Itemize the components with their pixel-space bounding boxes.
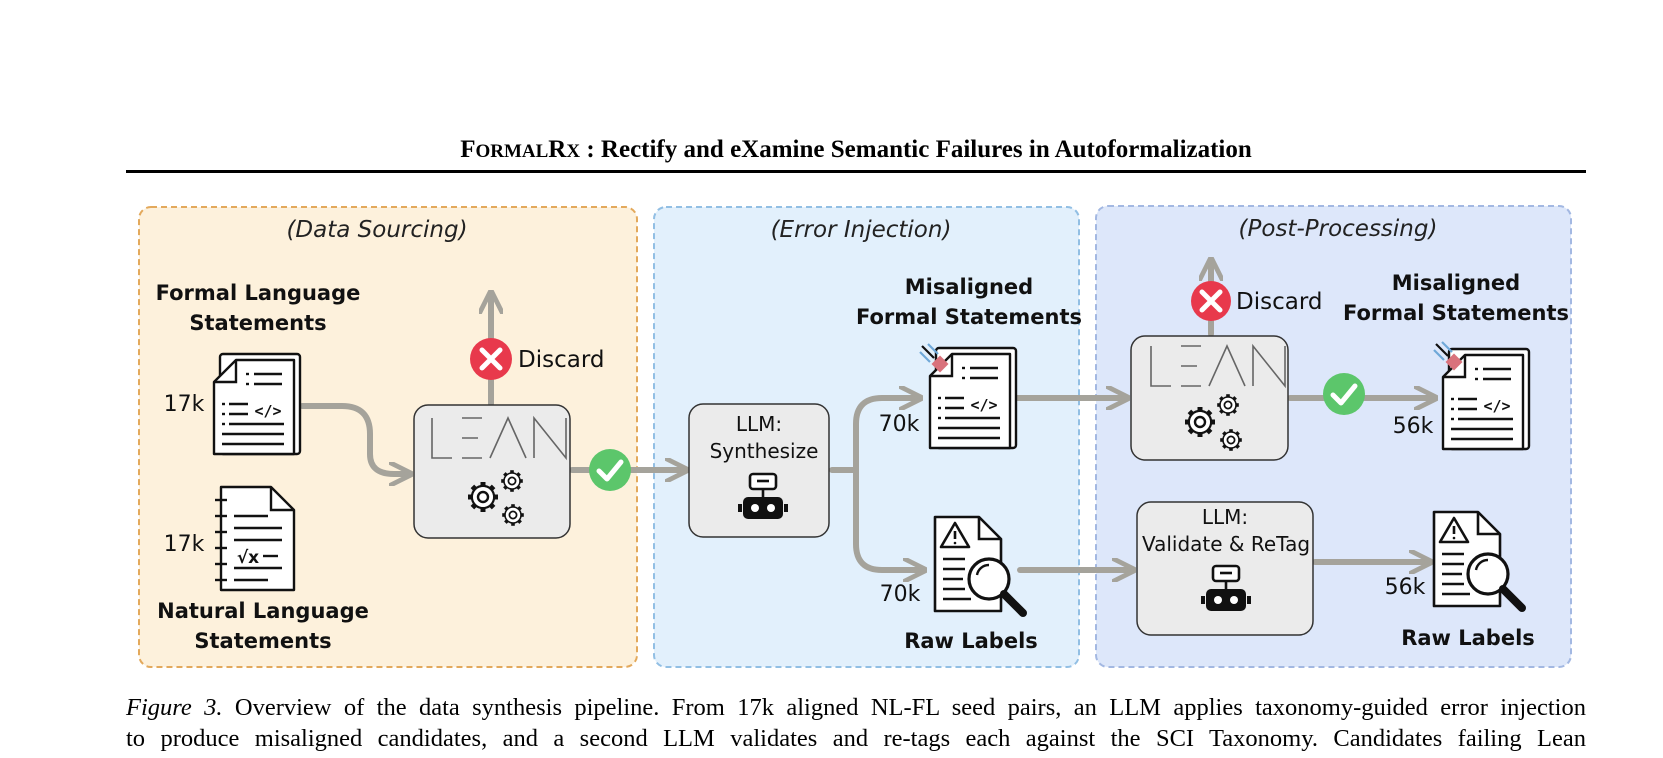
discard-label-2: Discard — [1236, 289, 1322, 315]
formal-label-line1: Formal Language — [156, 281, 361, 305]
title-rule — [126, 170, 1586, 173]
formal-count: 17k — [164, 392, 205, 417]
misaligned-count: 70k — [879, 412, 920, 437]
natural-count: 17k — [164, 532, 205, 557]
llm-validate-line2: Validate & ReTag — [1142, 532, 1310, 556]
discard-label: Discard — [518, 347, 604, 373]
natural-label-line1: Natural Language — [157, 599, 369, 623]
figure-title: FORMALRX : Rectify and eXamine Semantic … — [460, 136, 1252, 163]
lean-checker-box — [413, 404, 571, 539]
raw-labels-title-2: Raw Labels — [1401, 626, 1535, 650]
arrow-llm-branch-up — [829, 398, 918, 473]
natural-label-line2: Statements — [194, 629, 331, 653]
formal-label-line2: Statements — [189, 311, 326, 335]
misaligned-label-2-line2: Formal Statements — [1343, 301, 1569, 325]
raw-count: 70k — [880, 582, 921, 607]
caption-line-1: Figure 3. Overview of the data synthesis… — [126, 694, 1586, 721]
natural-statements-icon: √x — [215, 485, 296, 592]
panel-label-post-processing: (Post-Processing) — [1239, 216, 1438, 242]
check-icon — [589, 449, 631, 491]
misaligned-label-line1: Misaligned — [905, 275, 1033, 299]
misaligned-label-line2: Formal Statements — [856, 305, 1082, 329]
lean-checker-box-2 — [1130, 335, 1289, 461]
llm-synthesize-line2: Synthesize — [710, 439, 819, 463]
raw-labels-title: Raw Labels — [904, 629, 1038, 653]
discard-x-icon-2 — [1191, 281, 1231, 321]
panel-label-error-injection: (Error Injection) — [771, 217, 952, 243]
figure-caption: Figure 3. Overview of the data synthesis… — [126, 692, 1586, 754]
misaligned-count-2: 56k — [1393, 414, 1434, 439]
formal-statements-icon — [212, 352, 302, 456]
llm-synthesize-line1: LLM: — [736, 412, 782, 436]
caption-line-2: to produce misaligned candidates, and a … — [126, 725, 1586, 752]
discard-x-icon — [470, 338, 512, 380]
llm-validate-line1: LLM: — [1202, 505, 1248, 529]
raw-count-2: 56k — [1385, 575, 1426, 600]
arrow-formal-to-lean — [299, 403, 408, 474]
panel-label-data-sourcing: (Data Sourcing) — [286, 217, 467, 243]
check-icon-2 — [1323, 373, 1365, 415]
misaligned-label-2-line1: Misaligned — [1392, 271, 1520, 295]
caption-label: Figure 3. — [126, 694, 223, 721]
llm-synthesize-box — [688, 403, 830, 538]
svg-text:√x: √x — [237, 548, 259, 568]
arrow-llm-branch-down — [853, 467, 922, 570]
